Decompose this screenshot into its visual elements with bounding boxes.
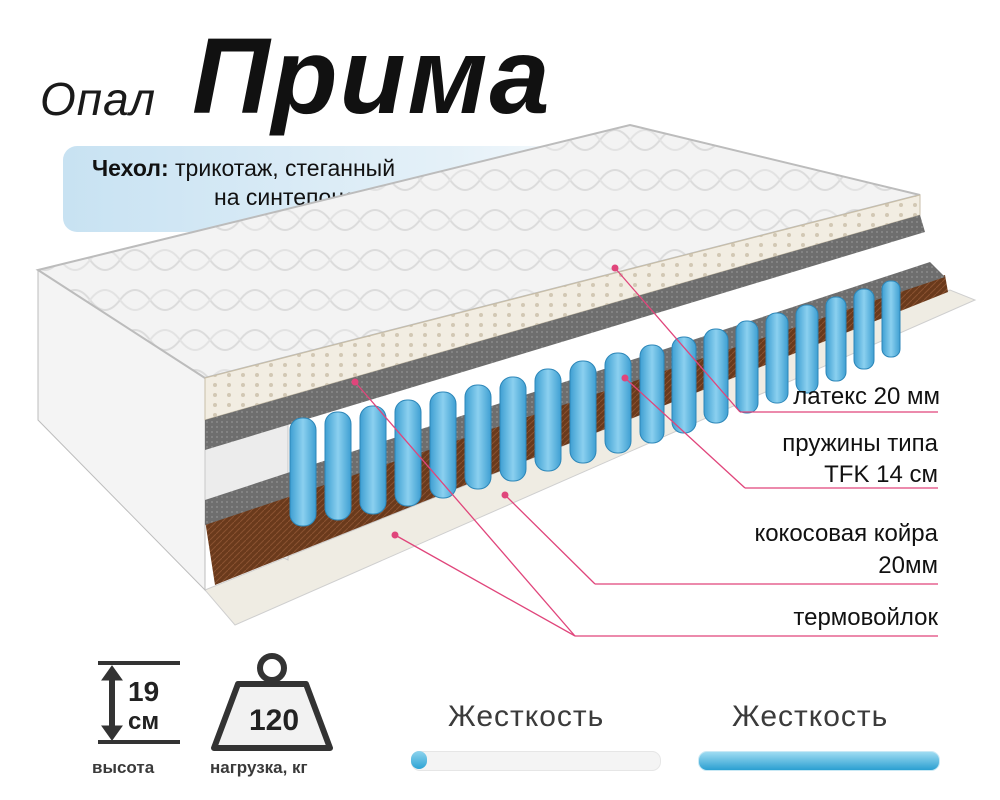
cover-label: Чехол:	[92, 155, 169, 181]
label-springs-line2: TFK 14 см	[824, 461, 938, 488]
hardness-bar-1-track	[411, 751, 661, 771]
model-name: Прима	[192, 15, 552, 136]
cover-text-1: трикотаж, стеганный	[168, 155, 396, 181]
felt-layer-top	[205, 215, 925, 450]
label-felt: термовойлок	[793, 604, 938, 631]
leader-lines	[354, 267, 938, 637]
hardness-title-1: Жесткость	[448, 700, 605, 733]
hardness-bar-2-fill	[698, 751, 940, 771]
pocket-springs	[289, 280, 901, 527]
leader-dots	[351, 264, 629, 539]
weight-icon	[211, 653, 333, 751]
hardness-bar-1-fill	[411, 751, 427, 769]
cover-description-line1: Чехол: трикотаж, стеганный	[92, 155, 395, 182]
height-arrow-icon	[98, 661, 180, 744]
height-caption: высота	[92, 758, 155, 777]
label-latex: латекс 20 мм	[793, 383, 940, 410]
height-value: 19	[128, 676, 160, 707]
hardness-title-2: Жесткость	[732, 700, 889, 733]
height-unit: см	[128, 708, 160, 735]
load-caption: нагрузка, кг	[210, 758, 308, 777]
load-value: 120	[248, 704, 300, 737]
label-springs-line1: пружины типа	[782, 430, 938, 457]
brand-name: Опал	[40, 73, 157, 125]
label-coconut-line1: кокосовая койра	[754, 520, 938, 547]
label-coconut-line2: 20мм	[878, 552, 938, 579]
